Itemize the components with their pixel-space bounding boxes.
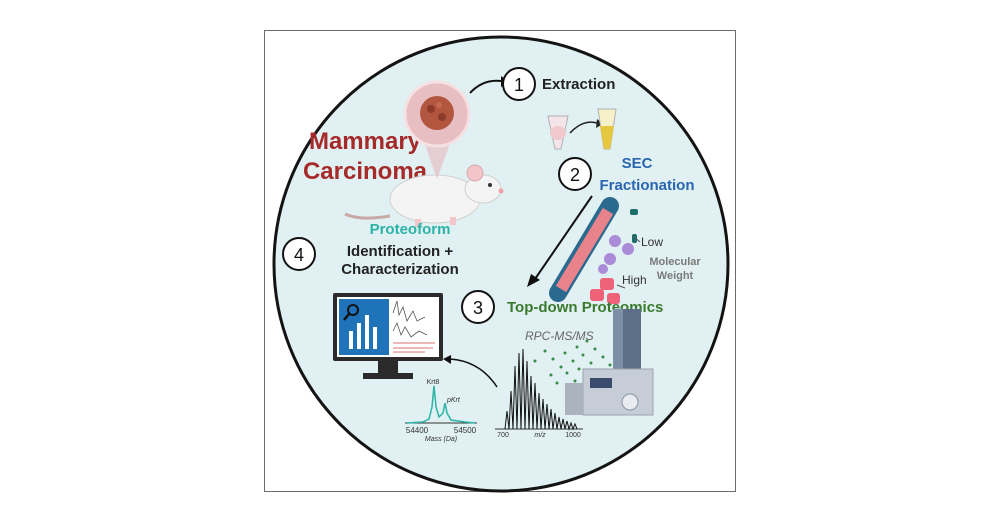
step4-label-line1: Identification +	[347, 243, 454, 260]
mass-tick-right: 54500	[454, 426, 477, 435]
spectrum-axis-label: m/z	[534, 432, 546, 439]
low-pointer	[632, 235, 641, 243]
step1-badge	[502, 67, 536, 101]
step4-badge	[282, 237, 316, 271]
high-label: High	[622, 273, 647, 287]
spectrum-tick-left: 700	[497, 432, 509, 439]
mass-peak1-label: Krt8	[427, 379, 440, 386]
mw-label-line2: Weight	[657, 270, 694, 282]
low-label: Low	[641, 235, 663, 249]
tube-yellow-icon	[597, 108, 617, 150]
mass-spectrometer-icon	[565, 309, 654, 416]
mass-tick-left: 54400	[406, 426, 429, 435]
ms-spectrum	[495, 348, 583, 431]
monitor-icon	[333, 293, 443, 379]
molecule-large	[600, 278, 614, 290]
arrow-to-monitor	[449, 358, 498, 388]
step4-number: 4	[294, 245, 304, 265]
high-pointer	[616, 284, 626, 289]
molecule-small	[630, 209, 638, 215]
arrow-to-step3	[534, 195, 593, 280]
title-line1: Mammary	[309, 128, 422, 155]
workflow-diagram: Mammary Carcinoma 1 Extraction 2 SEC Fra…	[272, 35, 730, 493]
arrow-to-step1	[469, 79, 502, 94]
step3-badge	[461, 290, 495, 324]
proteoform-label: Proteoform	[370, 221, 451, 238]
step2-label-line2: Fractionation	[599, 177, 694, 194]
arrow-tube	[569, 121, 598, 134]
mass-axis-label: Mass (Da)	[425, 436, 457, 443]
sec-column-icon	[549, 197, 619, 302]
figure-frame: Mammary Carcinoma 1 Extraction 2 SEC Fra…	[264, 30, 736, 493]
mw-label-line1: Molecular	[649, 256, 701, 268]
step4-label-line2: Characterization	[341, 261, 459, 278]
step2-label-line1: SEC	[622, 155, 653, 172]
step2-badge	[558, 157, 592, 191]
spectrum-tick-right: 1000	[565, 432, 581, 439]
tumor-icon	[420, 96, 454, 130]
mouse-icon	[344, 164, 504, 227]
mass-plot	[405, 385, 477, 424]
ms-label: RPC-MS/MS	[525, 329, 594, 343]
step1-label: Extraction	[542, 76, 615, 93]
step3-number: 3	[473, 298, 483, 318]
molecule-medium	[609, 235, 621, 247]
step2-number: 2	[570, 165, 580, 185]
tube-icon	[547, 115, 569, 150]
step1-number: 1	[514, 75, 524, 95]
mass-peak2-label: pKrt	[446, 397, 461, 404]
